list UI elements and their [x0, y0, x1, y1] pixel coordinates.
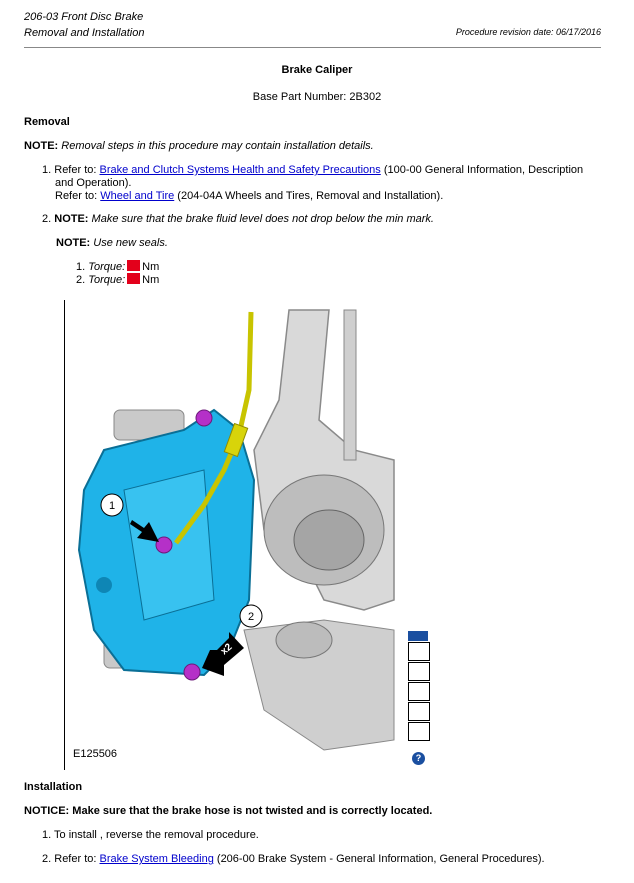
torque-unit: Nm	[142, 261, 160, 273]
revision-date: Procedure revision date: 06/17/2016	[455, 27, 601, 37]
torque-value-box	[127, 260, 141, 271]
step-text: To install , reverse the removal procedu…	[54, 829, 259, 841]
tie-rod	[343, 309, 357, 461]
torque-item-2: 2. Torque:Nm	[76, 273, 160, 286]
removal-heading: Removal	[24, 116, 70, 128]
help-icon[interactable]: ?	[412, 752, 425, 765]
arrow-1	[130, 520, 159, 542]
note-text: Use new seals.	[93, 237, 168, 249]
step-number: 2.	[42, 213, 52, 225]
callout-1-label: 1	[109, 500, 115, 512]
toolbar-slot[interactable]	[408, 722, 430, 741]
seals-note: NOTE: Use new seals.	[56, 237, 168, 250]
brake-caliper-illustration: 1 2 x2	[77, 309, 395, 751]
installation-notice: NOTICE: Make sure that the brake hose is…	[24, 805, 432, 818]
torque-unit: Nm	[142, 274, 160, 286]
notice-text: Make sure that the brake hose is not twi…	[72, 805, 433, 817]
reference-text-cont: and Operation).	[55, 177, 132, 189]
arrow-2	[202, 632, 244, 676]
video-icon[interactable]	[408, 631, 428, 641]
reference-text: (206-00 Brake System - General Informati…	[213, 853, 545, 865]
torque-number: 2.	[76, 274, 86, 286]
document-header: 206-03 Front Disc Brake Removal and Inst…	[24, 9, 144, 41]
procedure-type: Removal and Installation	[24, 27, 145, 39]
note-label: NOTE:	[54, 213, 89, 225]
figure-id: E125506	[73, 748, 118, 760]
note-text: Removal steps in this procedure may cont…	[61, 140, 374, 152]
removal-step-1: 1. Refer to: Brake and Clutch Systems He…	[42, 164, 602, 203]
installation-step-2: 2. Refer to: Brake System Bleeding (206-…	[42, 853, 545, 866]
figure-toolbar	[408, 631, 430, 741]
toolbar-slot[interactable]	[408, 682, 430, 701]
note-label: NOTE:	[24, 140, 59, 152]
reference-text-2: (204-04A Wheels and Tires, Removal and I…	[174, 190, 444, 202]
callout-1	[100, 493, 124, 517]
removal-note: NOTE: Removal steps in this procedure ma…	[24, 140, 374, 153]
brake-hose-bolt	[155, 536, 173, 554]
torque-item-1: 1. Torque:Nm	[76, 260, 160, 273]
torque-label: Torque	[88, 261, 123, 273]
figure-border	[64, 300, 65, 770]
step-number: 1.	[42, 829, 52, 841]
callout-2	[239, 604, 263, 628]
note-text: Make sure that the brake fluid level doe…	[91, 213, 434, 225]
base-part-number: Base Part Number: 2B302	[252, 91, 382, 103]
installation-step-1: 1. To install , reverse the removal proc…	[42, 829, 259, 842]
toolbar-slot[interactable]	[408, 702, 430, 721]
step-number: 2.	[42, 853, 52, 865]
caliper-guide-bolt	[183, 663, 201, 681]
notice-label: NOTICE:	[24, 805, 70, 817]
step-number: 1.	[42, 164, 52, 176]
upper-mount-bolt	[195, 409, 213, 427]
refer-label: Refer to:	[54, 164, 100, 176]
refer-label: Refer to:	[54, 853, 100, 865]
note-label: NOTE:	[56, 237, 91, 249]
wheel-tire-link[interactable]: Wheel and Tire	[100, 190, 175, 202]
toolbar-slot[interactable]	[408, 642, 430, 661]
torque-value-box	[127, 273, 141, 284]
removal-step-2: 2. NOTE: Make sure that the brake fluid …	[42, 213, 434, 226]
section-title: 206-03 Front Disc Brake	[24, 11, 144, 23]
torque-label: Torque	[88, 274, 123, 286]
header-divider	[24, 47, 601, 48]
callout-2-label: 2	[248, 611, 254, 623]
reference-text: (100-00 General Information, Description	[380, 164, 584, 176]
health-safety-link[interactable]: Brake and Clutch Systems Health and Safe…	[99, 164, 381, 176]
page-title: Brake Caliper	[281, 64, 353, 76]
lower-arm	[243, 619, 395, 751]
refer-label-2: Refer to:	[55, 190, 101, 202]
bleeding-link[interactable]: Brake System Bleeding	[99, 853, 214, 865]
toolbar-slot[interactable]	[408, 662, 430, 681]
installation-heading: Installation	[24, 781, 83, 793]
torque-number: 1.	[76, 261, 86, 273]
